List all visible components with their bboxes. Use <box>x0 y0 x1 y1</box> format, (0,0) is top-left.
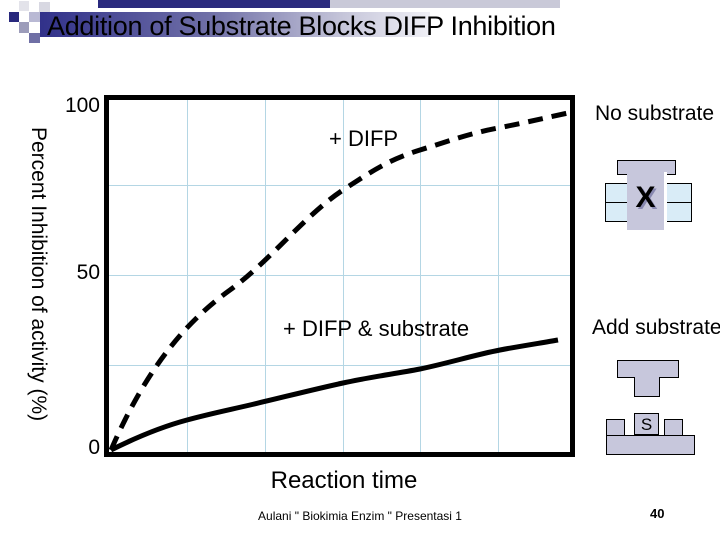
enzyme-top-shape <box>617 360 679 378</box>
difp-substrate-solid-curve <box>109 337 559 452</box>
y-axis-title: Percent Inhibition of activity (%) <box>27 127 50 422</box>
chart-curves <box>109 110 569 452</box>
difp-stem-shape <box>627 172 667 230</box>
enzyme-pocket-base <box>606 435 695 455</box>
add-substrate-label: Add substrate <box>592 316 720 339</box>
page-number: 40 <box>650 506 665 521</box>
curve-label-difp-substrate: + DIFP & substrate <box>283 316 470 341</box>
horizontal-gridline <box>109 275 570 276</box>
slide-title: Addition of Substrate Blocks DIFP Inhibi… <box>47 11 556 41</box>
ytick-100: 100 <box>64 94 100 117</box>
top-strip-light <box>330 0 560 8</box>
enzyme-pocket-left <box>606 419 625 436</box>
ytick-0: 0 <box>88 436 100 459</box>
difp-dashed-curve <box>109 110 569 451</box>
vertical-gridline <box>420 100 421 452</box>
chart-plot-area <box>104 95 575 457</box>
decor-square <box>19 1 29 11</box>
horizontal-gridline <box>109 185 570 186</box>
vertical-gridline <box>343 100 344 452</box>
no-substrate-label: No substrate <box>595 102 715 125</box>
footer-credit: Aulani " Biokimia Enzim " Presentasi 1 <box>258 509 462 523</box>
decor-square <box>9 12 19 22</box>
vertical-gridline <box>265 100 266 452</box>
vertical-gridline <box>498 100 499 452</box>
title-gradient-bar <box>40 12 430 37</box>
top-strip-dark <box>98 0 330 8</box>
vertical-gridline <box>187 100 188 452</box>
substrate-s-icon: S <box>634 413 659 435</box>
x-axis-title: Reaction time <box>270 467 418 494</box>
enzyme-pocket-right <box>664 419 683 436</box>
curve-label-difp: + DIFP <box>329 126 399 151</box>
decor-square <box>39 2 50 12</box>
horizontal-gridline <box>109 365 570 366</box>
blocked-x-icon: X <box>635 181 656 214</box>
decor-square <box>29 33 40 43</box>
decor-square <box>29 12 40 22</box>
enzyme-top-stem <box>634 377 660 397</box>
decor-square <box>19 22 29 33</box>
ytick-50: 50 <box>76 261 100 284</box>
